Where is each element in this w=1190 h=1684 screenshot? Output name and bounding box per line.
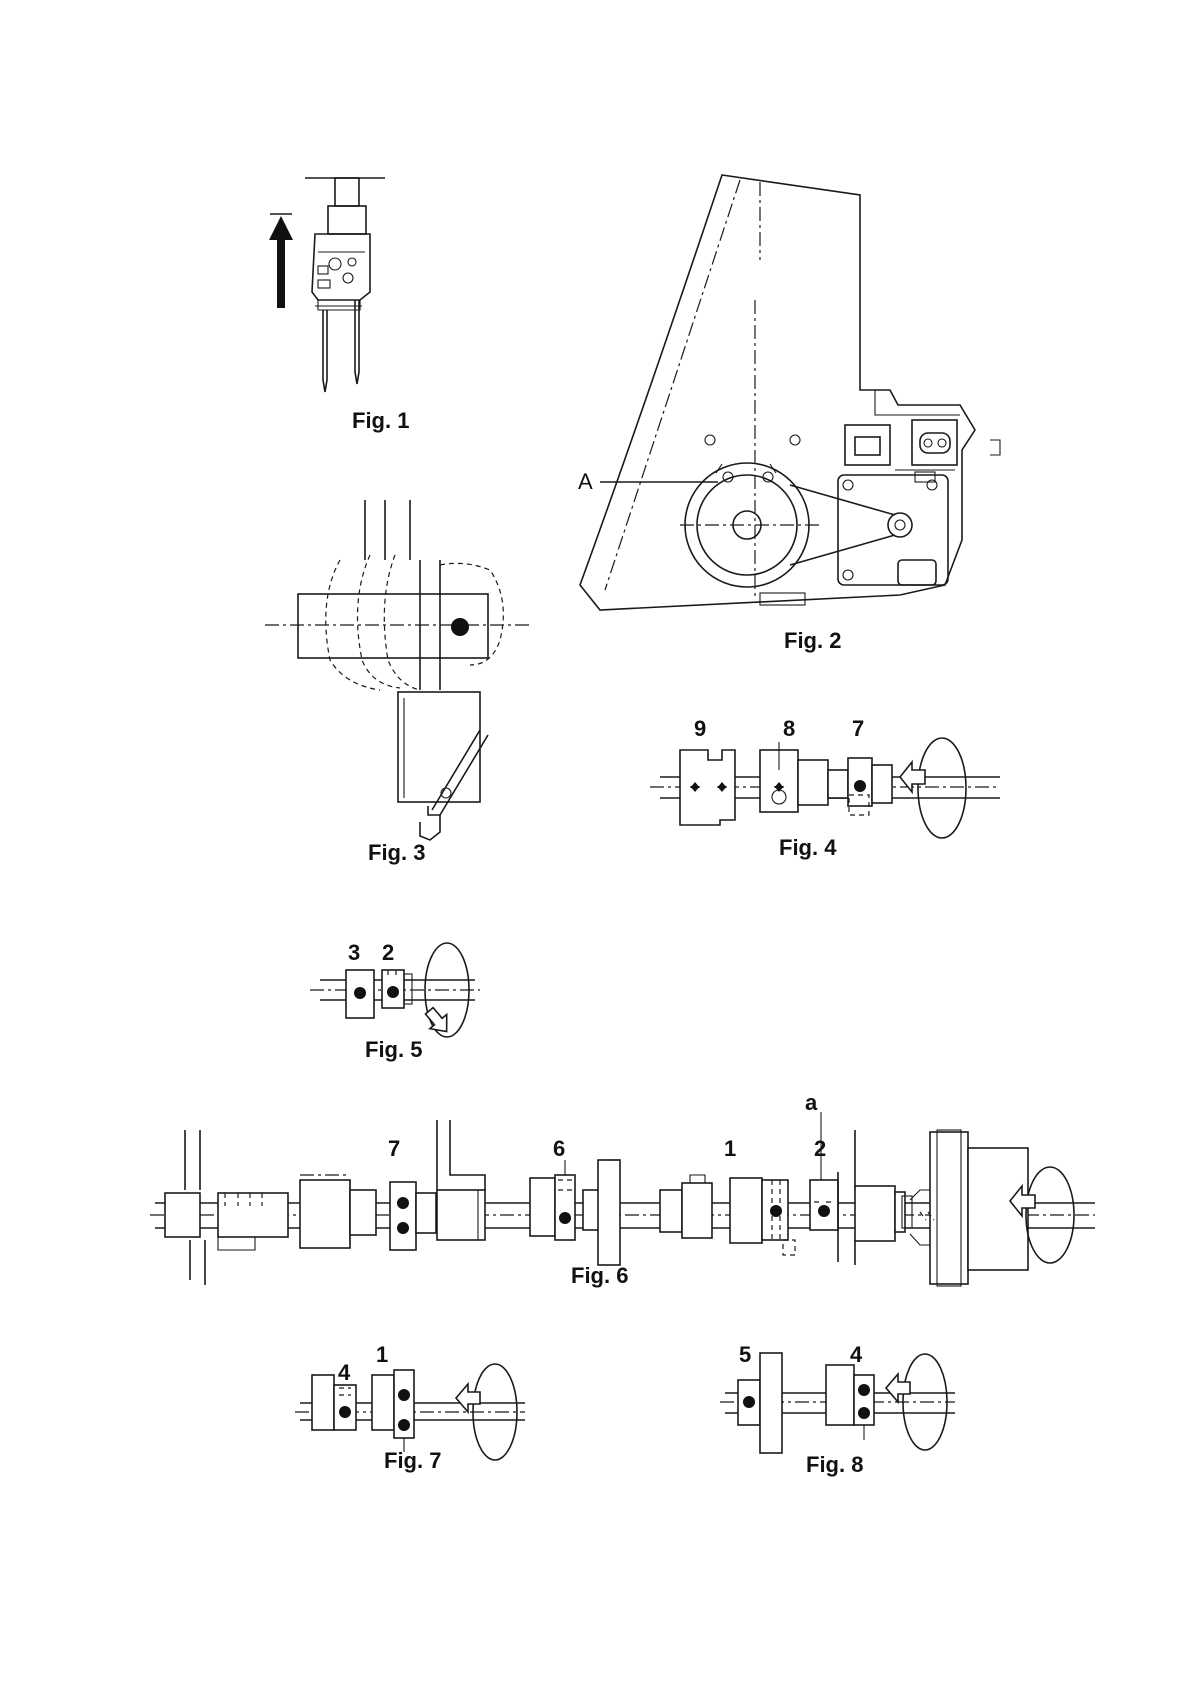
fig8-label-4: 4 [850,1342,862,1368]
fig8-drawing [720,1353,955,1453]
fig4-label-8: 8 [783,716,795,742]
rotation-arrow-icon [421,943,469,1039]
fig7-caption: Fig. 7 [384,1448,441,1474]
rotation-arrow-icon [900,738,966,838]
fig8-label-5: 5 [739,1342,751,1368]
fig6-caption: Fig. 6 [571,1263,628,1289]
fig5-drawing [310,970,480,1018]
fig7-label-4: 4 [338,1360,350,1386]
fig3-drawing [265,500,530,840]
fig6-label-a: a [805,1090,817,1116]
fig4-caption: Fig. 4 [779,835,836,861]
fig2-caption: Fig. 2 [784,628,841,654]
fig4-drawing [650,742,1000,825]
up-arrow-icon [269,214,293,308]
fig6-label-7: 7 [388,1136,400,1162]
fig6-drawing [150,1112,1095,1286]
fig3-caption: Fig. 3 [368,840,425,866]
fig2-label-a: A [578,469,593,495]
fig5-label-3: 3 [348,940,360,966]
fig7-label-1: 1 [376,1342,388,1368]
fig4-label-9: 9 [694,716,706,742]
fig5-label-2: 2 [382,940,394,966]
fig5-caption: Fig. 5 [365,1037,422,1063]
fig1-drawing [305,178,385,392]
fig6-label-1: 1 [724,1136,736,1162]
fig4-label-7: 7 [852,716,864,742]
fig8-caption: Fig. 8 [806,1452,863,1478]
fig1-caption: Fig. 1 [352,408,409,434]
fig7-drawing [295,1370,525,1452]
fig6-label-6: 6 [553,1136,565,1162]
fig6-label-2: 2 [814,1136,826,1162]
fig2-drawing [580,175,1000,610]
